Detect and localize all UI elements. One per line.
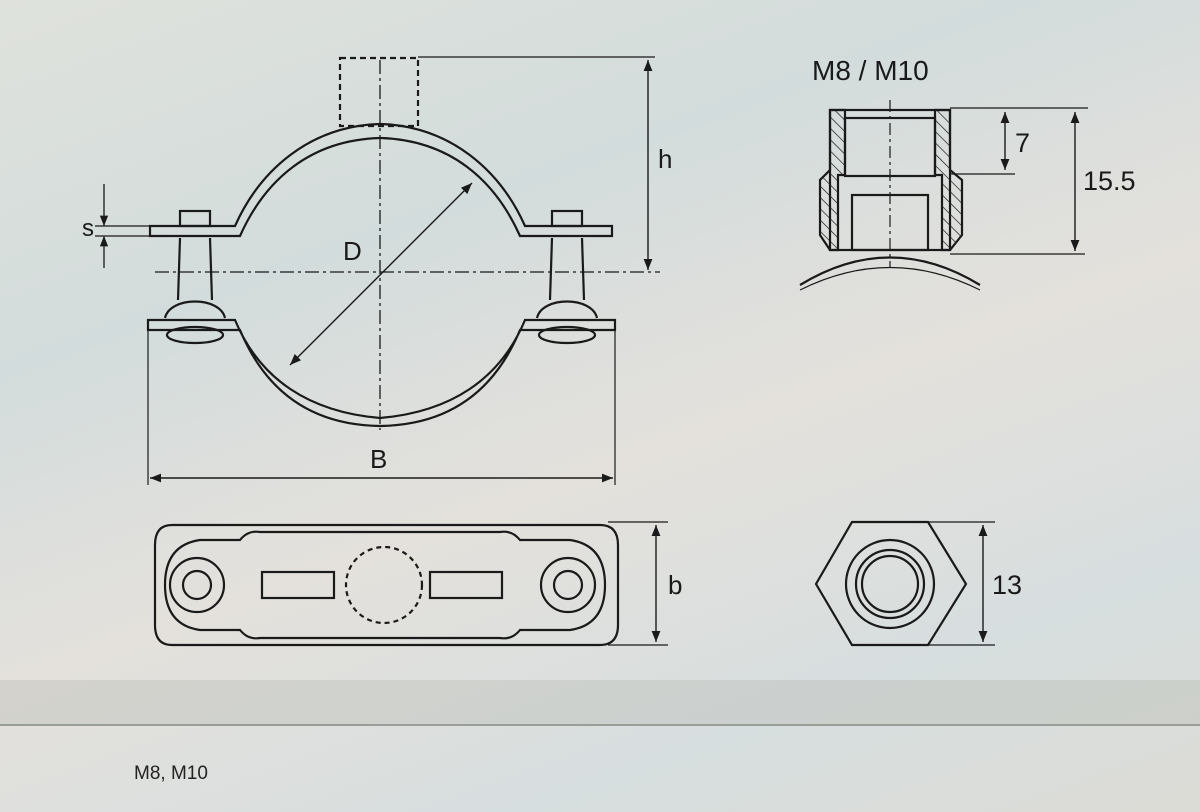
nut-section-view <box>799 100 1088 291</box>
label-h: h <box>658 144 672 174</box>
label-b: b <box>668 570 682 600</box>
label-nut-height: 15.5 <box>1083 166 1136 196</box>
label-thread-depth: 7 <box>1015 128 1030 158</box>
label-B: B <box>370 444 387 474</box>
footer-band <box>0 680 1200 725</box>
label-s: s <box>82 215 94 242</box>
clamp-top-view <box>153 521 668 647</box>
label-hex-width: 13 <box>992 570 1022 600</box>
label-thread: M8 / M10 <box>812 55 929 86</box>
left-bolt <box>163 209 227 345</box>
hex-nut-top-view <box>814 520 995 647</box>
upper-band <box>148 122 614 238</box>
right-bolt <box>535 209 599 345</box>
lower-band <box>146 318 617 428</box>
label-D: D <box>343 236 362 266</box>
threaded-rod-outline <box>338 56 420 128</box>
clamp-side-view <box>95 56 660 485</box>
divider <box>0 724 1200 726</box>
thread-size-caption: M8, M10 <box>134 763 208 784</box>
